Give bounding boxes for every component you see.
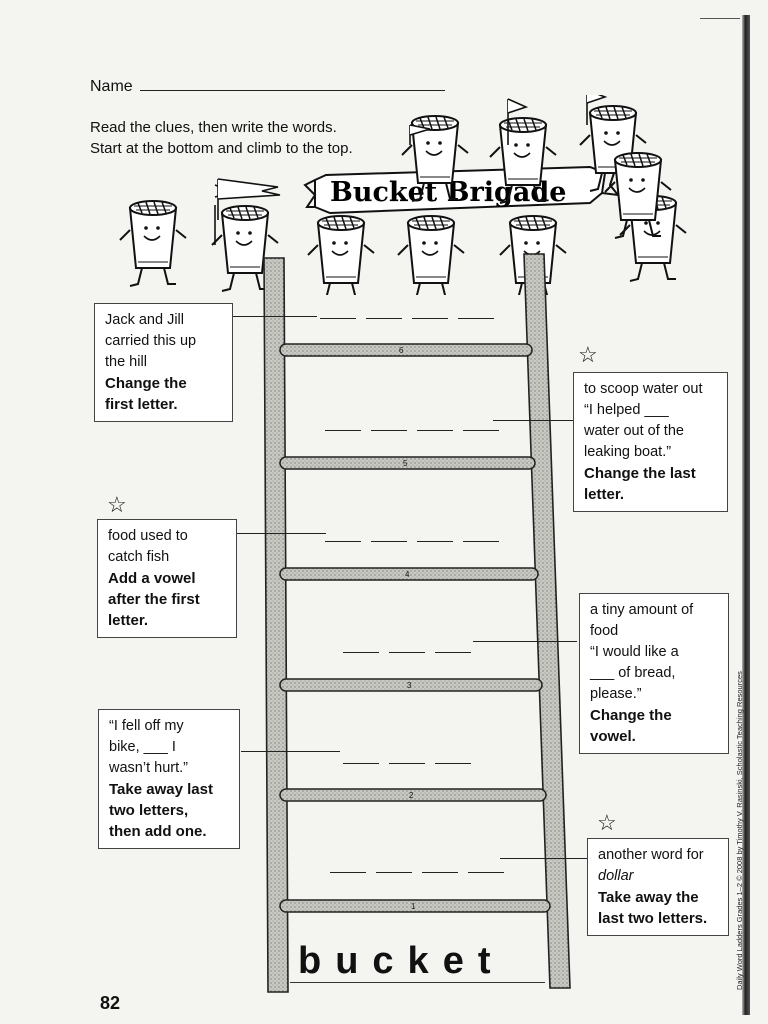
answer-blank-5[interactable]	[325, 430, 499, 431]
clue-box-3: a tiny amount of food “I would like a __…	[579, 593, 729, 754]
ladder-rungs	[279, 343, 551, 913]
clue-text: food used to	[108, 528, 188, 544]
clue-instruction: letter.	[108, 612, 149, 629]
clue-instruction: first letter.	[105, 396, 178, 413]
clue-text: please.”	[590, 686, 642, 702]
answer-blank-1[interactable]	[330, 872, 504, 873]
ladder-rail-left	[263, 257, 289, 993]
answer-blank-2[interactable]	[343, 763, 471, 764]
answer-blank-4[interactable]	[325, 541, 499, 542]
connector-line	[493, 420, 573, 421]
clue-text: “I fell off my	[109, 718, 184, 734]
rung-number-2: 2	[409, 791, 414, 800]
clue-box-6: Jack and Jill carried this up the hill C…	[94, 303, 233, 422]
clue-text: the hill	[105, 354, 147, 370]
start-word-underline	[290, 982, 545, 983]
clue-instruction: vowel.	[590, 728, 636, 745]
clue-text: Jack and Jill	[105, 312, 184, 328]
clue-instruction: Change the	[105, 375, 187, 392]
connector-line	[232, 316, 317, 317]
clue-text: dollar	[598, 868, 634, 884]
connector-line	[236, 533, 326, 534]
banner: Bucket Brigade	[303, 165, 621, 215]
rung-number-4: 4	[405, 570, 410, 579]
flag-icon	[214, 95, 608, 245]
clue-text: catch fish	[108, 549, 170, 565]
start-word: bucket	[298, 940, 505, 982]
clue-instruction: Take away last	[109, 781, 213, 798]
rung-number-3: 3	[407, 681, 412, 690]
connector-line	[500, 858, 587, 859]
credit: Daily Word Ladders Grades 1–2 © 2008 by …	[735, 660, 747, 990]
ladder	[263, 253, 571, 993]
clue-instruction: Change the	[590, 707, 672, 724]
rung-number-5: 5	[403, 459, 408, 468]
clue-instruction: after the first	[108, 591, 200, 608]
credit-text: Daily Word Ladders Grades 1–2 © 2008 by …	[735, 671, 744, 990]
instructions: Read the clues, then write the words. St…	[90, 117, 353, 159]
answer-blank-6[interactable]	[320, 318, 494, 319]
clue-text: to scoop water out	[584, 381, 703, 397]
clue-box-2: “I fell off my bike, ___ I wasn’t hurt.”…	[98, 709, 240, 849]
star-icon: ☆	[107, 492, 127, 517]
clue-text: “I helped ___	[584, 402, 669, 418]
rung-number-6: 6	[399, 346, 404, 355]
clue-text: carried this up	[105, 333, 197, 349]
bucket-character-icon	[119, 200, 187, 287]
clue-text: water out of the	[584, 423, 684, 439]
clue-text: bike, ___ I	[109, 739, 176, 755]
clue-text: a tiny amount of	[590, 602, 694, 618]
clue-text: “I would like a	[590, 644, 679, 660]
connector-line	[473, 641, 577, 642]
clue-box-4: food used to catch fish Add a vowel afte…	[97, 519, 237, 638]
page-number: 82	[100, 993, 121, 1013]
answer-blank-3[interactable]	[343, 652, 471, 653]
instructions-line-2: Start at the bottom and climb to the top…	[90, 140, 353, 157]
name-label: Name	[90, 78, 133, 95]
clue-text: ___ of bread,	[590, 665, 676, 681]
clue-instruction: Change the last	[584, 465, 696, 482]
rung-number-1: 1	[411, 902, 416, 911]
clue-box-1: another word for dollar Take away the la…	[587, 838, 729, 936]
bucket-brigade-illustration: Bucket Brigade	[119, 95, 687, 295]
connector-line	[241, 751, 340, 752]
clue-text: wasn’t hurt.”	[109, 760, 188, 776]
clue-instruction: two letters,	[109, 802, 189, 819]
clue-box-5: to scoop water out “I helped ___ water o…	[573, 372, 728, 512]
clue-text: food	[590, 623, 619, 639]
page-edge	[742, 15, 750, 1015]
clue-text: leaking boat.”	[584, 444, 672, 460]
star-icon: ☆	[597, 810, 617, 835]
page-tick	[700, 18, 740, 19]
clue-instruction: then add one.	[109, 823, 207, 840]
star-icon: ☆	[578, 342, 598, 367]
clue-instruction: Add a vowel	[108, 570, 196, 587]
clue-instruction: Take away the	[598, 889, 699, 906]
clue-instruction: last two letters.	[598, 910, 708, 927]
name-field[interactable]	[140, 90, 445, 91]
clue-text: another word for	[598, 847, 704, 863]
ladder-rail-right	[523, 253, 571, 989]
instructions-line-1: Read the clues, then write the words.	[90, 119, 337, 136]
clue-instruction: letter.	[584, 486, 625, 503]
